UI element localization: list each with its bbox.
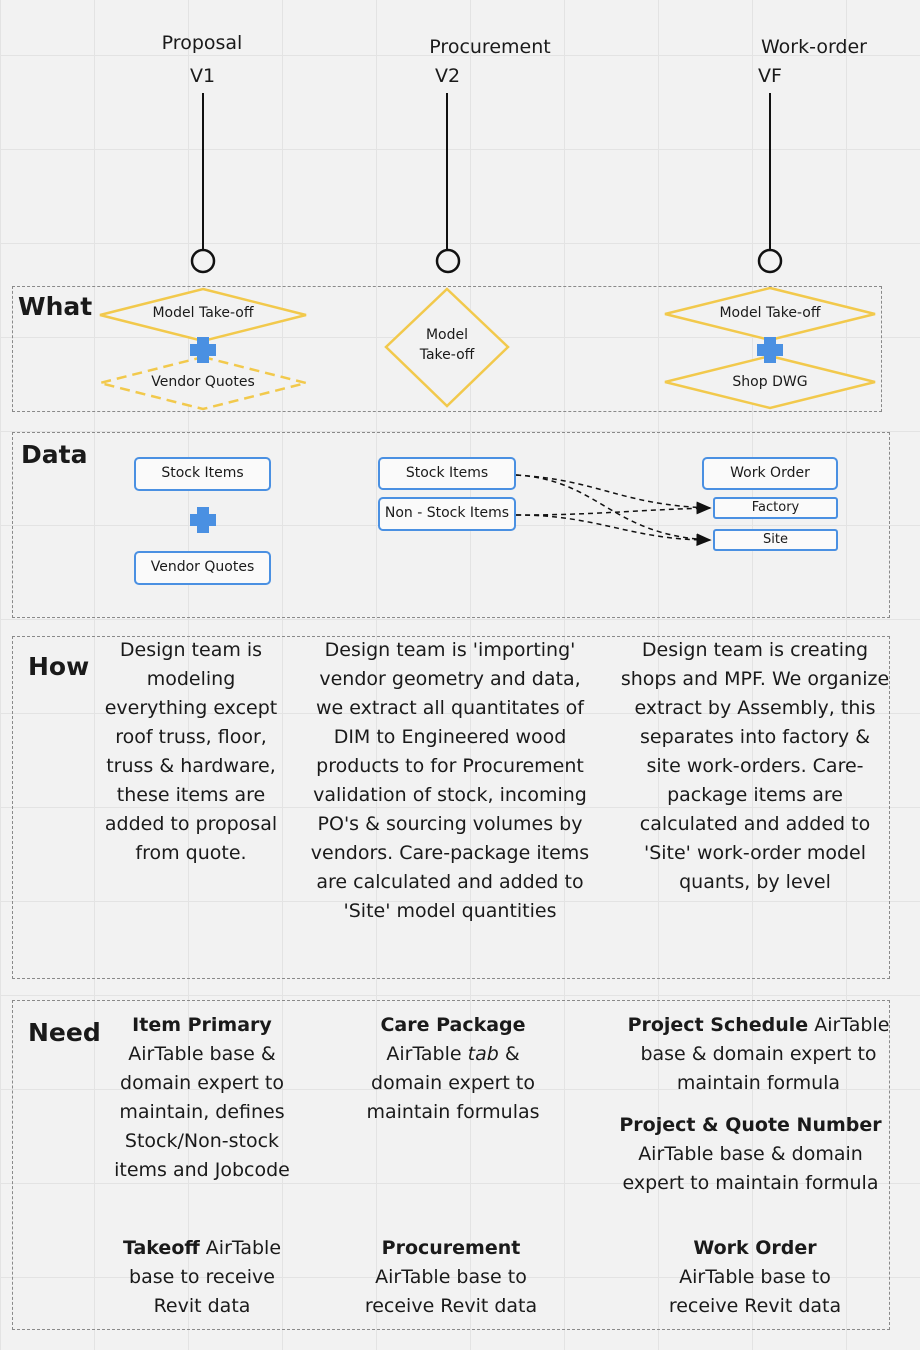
proposal-vendor-label: Vendor Quotes	[151, 374, 255, 390]
workorder-order-box: Work Order	[702, 457, 838, 490]
section-label-data: Data	[21, 440, 88, 469]
what-section-frame	[12, 286, 882, 412]
nonstock-to-factory-arrow	[515, 502, 712, 516]
need-procurement-title: Procurement	[381, 1237, 521, 1259]
nonstock-to-site-arrow	[515, 514, 712, 546]
section-label-need: Need	[28, 1018, 101, 1047]
need-care-package: Care Package AirTable tab & domain exper…	[353, 1011, 553, 1127]
workorder-takeoff-label: Model Take-off	[719, 305, 821, 321]
need-care-package-text-b: & domain expert to maintain formulas	[366, 1043, 540, 1123]
procurement-nonstock-items-box: Non - Stock Items	[378, 497, 516, 531]
need-care-package-text-tab: tab	[467, 1043, 499, 1065]
data-section-frame	[12, 432, 890, 618]
workorder-shop-diamond	[664, 354, 876, 410]
stage-milestone-circle	[190, 248, 216, 274]
stage-version-workorder: VF	[758, 65, 782, 87]
section-label-what: What	[18, 292, 93, 321]
need-project-quote: Project & Quote Number AirTable base & d…	[618, 1111, 883, 1198]
stock-to-site-arrow	[515, 474, 712, 546]
need-project-schedule-text: AirTable base & domain expert to maintai…	[640, 1014, 890, 1094]
proposal-stock-items-box: Stock Items	[134, 457, 271, 491]
procurement-stock-items-box: Stock Items	[378, 457, 516, 490]
workorder-shop-label: Shop DWG	[732, 374, 808, 390]
procurement-takeoff-label-1: Model	[425, 327, 469, 343]
workorder-site-box: Site	[713, 529, 838, 551]
need-takeoff-title: Takeoff	[122, 1237, 200, 1259]
how-procurement-text: Design team is 'importing' vendor geomet…	[310, 639, 590, 922]
need-workorder-title: Work Order	[693, 1237, 817, 1259]
procurement-takeoff-label-2: Take-off	[419, 347, 475, 363]
stage-title-proposal: Proposal	[161, 32, 243, 54]
need-workorder: Work Order AirTable base to receive Revi…	[664, 1234, 846, 1321]
need-item-primary-title: Item Primary	[132, 1014, 272, 1036]
workorder-factory-box: Factory	[713, 497, 838, 519]
how-workorder-text: Design team is creating shops and MPF. W…	[620, 639, 890, 893]
need-procurement: Procurement AirTable base to receive Rev…	[360, 1234, 542, 1321]
data-plus-icon	[190, 507, 216, 533]
stage-milestone-circle	[435, 248, 461, 274]
stage-title-procurement: Procurement	[429, 36, 551, 58]
need-project-schedule-title: Project Schedule	[627, 1014, 809, 1036]
need-care-package-title: Care Package	[380, 1014, 526, 1036]
stage-version-proposal: V1	[190, 65, 216, 87]
stage-version-procurement: V2	[435, 65, 461, 87]
need-workorder-text: AirTable base to receive Revit data	[668, 1266, 842, 1317]
section-label-how: How	[28, 652, 90, 681]
need-section-frame	[12, 1000, 890, 1330]
proposal-plus-icon	[190, 337, 216, 363]
need-takeoff: Takeoff AirTable base to receive Revit d…	[112, 1234, 292, 1321]
stock-to-factory-arrow	[515, 474, 712, 514]
need-procurement-text: AirTable base to receive Revit data	[364, 1266, 538, 1317]
workorder-plus-icon	[757, 337, 783, 363]
proposal-vendor-quotes-box: Vendor Quotes	[134, 551, 271, 585]
procurement-takeoff-diamond	[384, 287, 510, 408]
how-section-frame	[12, 636, 890, 979]
stage-milestone-circle	[757, 248, 783, 274]
need-takeoff-text: AirTable base to receive Revit data	[129, 1237, 282, 1317]
stage-title-workorder: Work-order	[761, 36, 867, 58]
how-proposal-text: Design team is modeling everything excep…	[104, 639, 278, 864]
proposal-takeoff-label: Model Take-off	[152, 305, 254, 321]
need-care-package-text-a: AirTable	[386, 1043, 468, 1065]
need-item-primary-text: AirTable base & domain expert to maintai…	[114, 1043, 290, 1181]
need-project-schedule: Project Schedule AirTable base & domain …	[626, 1011, 891, 1098]
need-project-quote-title: Project & Quote Number	[619, 1114, 882, 1136]
proposal-vendor-diamond	[99, 355, 307, 411]
need-project-quote-text: AirTable base & domain expert to maintai…	[622, 1143, 879, 1194]
need-item-primary: Item Primary AirTable base & domain expe…	[107, 1011, 297, 1185]
